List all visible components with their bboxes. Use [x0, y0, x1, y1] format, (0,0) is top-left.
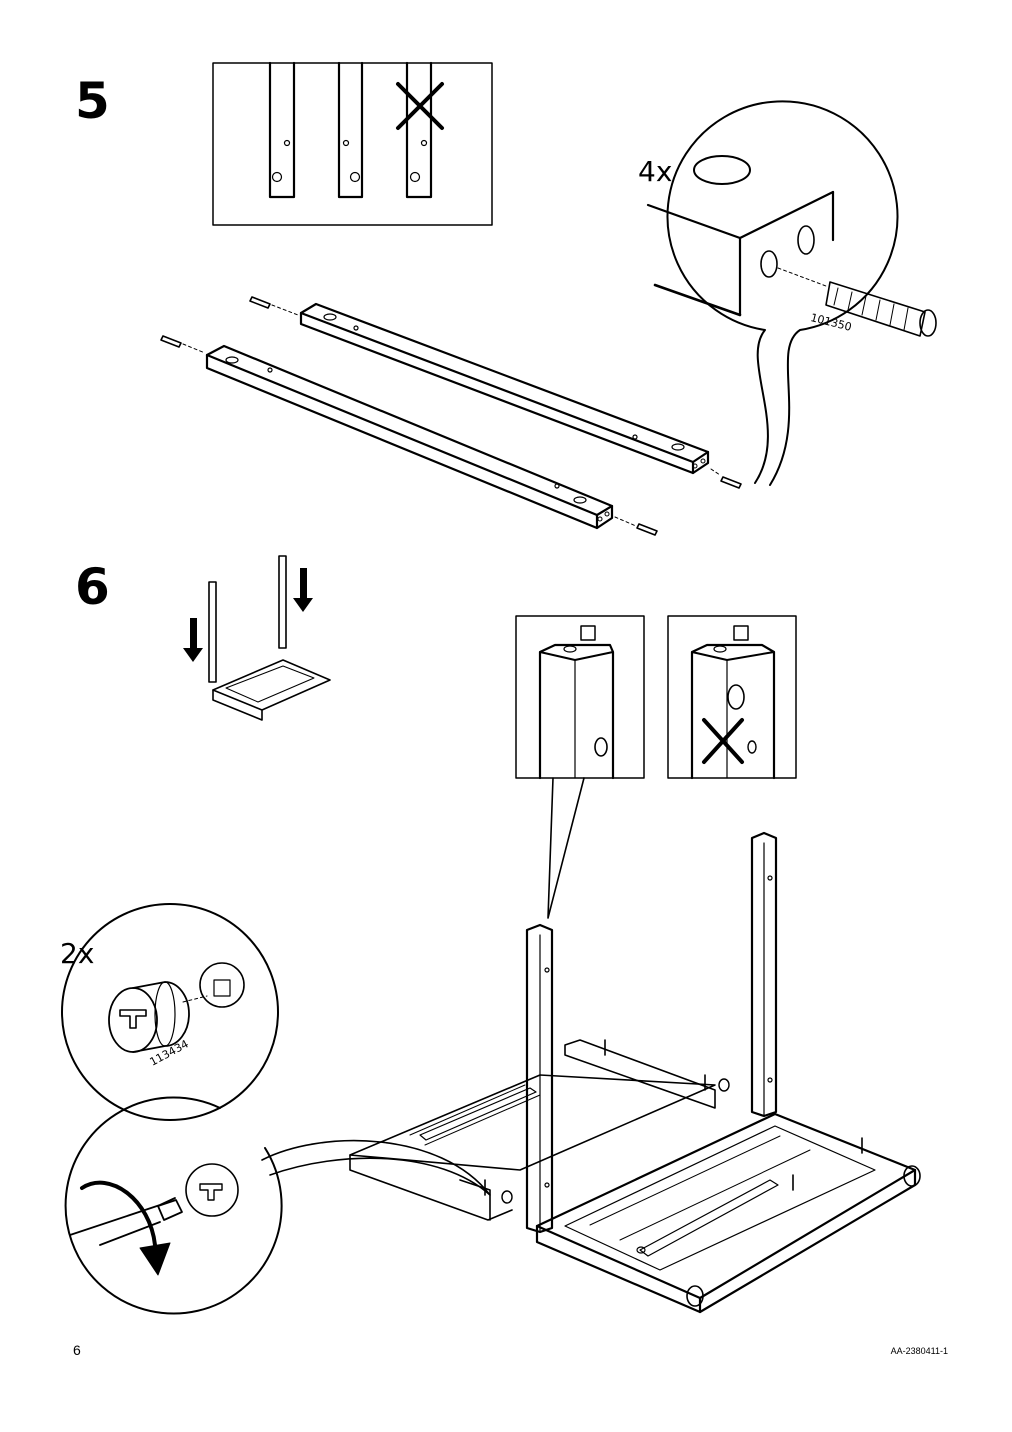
dowel-icon — [160, 296, 742, 536]
overview-sketch — [208, 555, 331, 721]
dowel-zoom-callout — [646, 100, 937, 486]
quantity-label: 2x — [60, 937, 95, 970]
arrow-down-icon — [183, 568, 313, 662]
rail-orientation-detail — [212, 61, 493, 226]
frame-assembly — [349, 831, 921, 1314]
step-number: 6 — [75, 558, 110, 616]
rail-lower — [205, 344, 614, 530]
step-number: 5 — [75, 72, 110, 130]
cross-mark-icon — [396, 82, 444, 130]
dowel-guide-lines — [182, 304, 721, 527]
screwdriver-icon — [69, 1163, 239, 1246]
document-id: AA-2380411-1 — [890, 1346, 948, 1356]
leg-detail-correct — [515, 615, 645, 780]
cam-lock-zoom-callout — [61, 903, 491, 1315]
cam-lock-icon — [108, 962, 245, 1053]
quantity-label: 4x — [638, 155, 673, 188]
rotate-arrow-icon — [80, 1180, 171, 1276]
page-number: 6 — [73, 1342, 81, 1358]
leg-callout-pointer — [547, 777, 585, 919]
rail-upper — [299, 302, 710, 475]
leg-detail-incorrect — [667, 615, 797, 780]
